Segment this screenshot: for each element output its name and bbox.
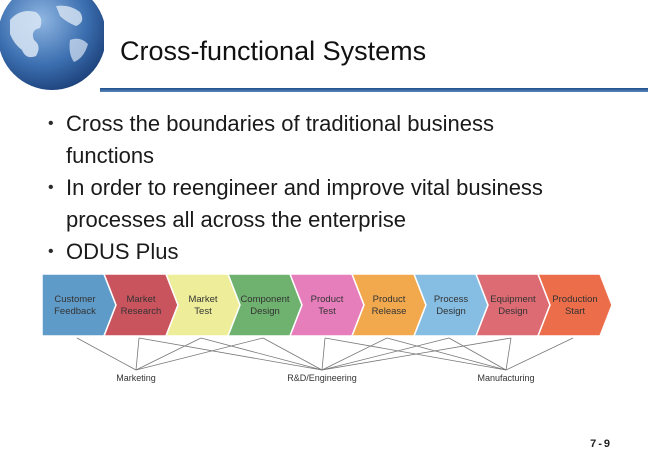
globe-icon: [0, 0, 106, 90]
process-step-label: Production: [552, 294, 597, 305]
bullet-text: In order to reengineer and improve vital…: [66, 175, 543, 200]
process-step-label: Release: [372, 306, 407, 317]
process-step-label: Start: [565, 306, 585, 317]
process-step-label: Test: [194, 306, 212, 317]
process-step-label: Market: [188, 294, 217, 305]
bullet-dot: •: [48, 115, 54, 132]
bullet-item: • In order to reengineer and improve vit…: [46, 172, 626, 236]
function-connector-line: [386, 337, 507, 371]
function-connector-line: [76, 337, 137, 371]
bullet-text: Cross the boundaries of traditional busi…: [66, 111, 495, 136]
function-connector-line: [135, 337, 202, 371]
function-label: Manufacturing: [477, 373, 534, 383]
process-step-label: Feedback: [54, 306, 96, 317]
function-connector-line: [135, 337, 140, 371]
process-step-label: Design: [250, 306, 280, 317]
bullet-text-continued: functions: [66, 143, 155, 168]
globe-logo: [0, 0, 106, 96]
function-connector-line: [135, 337, 264, 371]
process-step-label: Market: [126, 294, 155, 305]
process-step-label: Design: [436, 306, 466, 317]
bullet-dot: •: [48, 243, 54, 260]
function-connector-line: [448, 337, 507, 371]
bullet-text: ODUS Plus: [66, 239, 179, 264]
process-step-label: Product: [373, 294, 406, 305]
function-connector-line: [321, 337, 388, 371]
process-step-label: Design: [498, 306, 528, 317]
function-label: R&D/Engineering: [287, 373, 357, 383]
title-underline: [100, 88, 648, 92]
process-diagram: CustomerFeedbackMarketResearchMarketTest…: [41, 273, 613, 383]
process-step-label: Equipment: [490, 294, 536, 305]
process-step-label: Component: [240, 294, 289, 305]
function-connector-line: [138, 337, 323, 371]
function-connector-line: [324, 337, 507, 371]
page-number: 7-9: [590, 438, 612, 450]
slide-title: Cross-functional Systems: [120, 36, 427, 66]
process-step-label: Test: [318, 306, 336, 317]
function-connector-line: [505, 337, 574, 371]
bullet-text-continued: processes all across the enterprise: [66, 207, 406, 232]
process-step-label: Process: [434, 294, 469, 305]
bullet-dot: •: [48, 179, 54, 196]
function-connector-line: [200, 337, 323, 371]
function-connector-line: [321, 337, 326, 371]
function-connector-line: [262, 337, 323, 371]
process-step-chevron: [41, 273, 117, 337]
process-step-label: Customer: [54, 294, 95, 305]
bullet-list: • Cross the boundaries of traditional bu…: [46, 108, 626, 268]
process-step-label: Research: [121, 306, 162, 317]
function-connector-line: [321, 337, 450, 371]
process-step-label: Product: [311, 294, 344, 305]
function-connector-line: [505, 337, 512, 371]
process-step-chevron: [536, 273, 613, 337]
function-label: Marketing: [116, 373, 156, 383]
bullet-item: • Cross the boundaries of traditional bu…: [46, 108, 626, 172]
bullet-item: • ODUS Plus: [46, 236, 626, 268]
